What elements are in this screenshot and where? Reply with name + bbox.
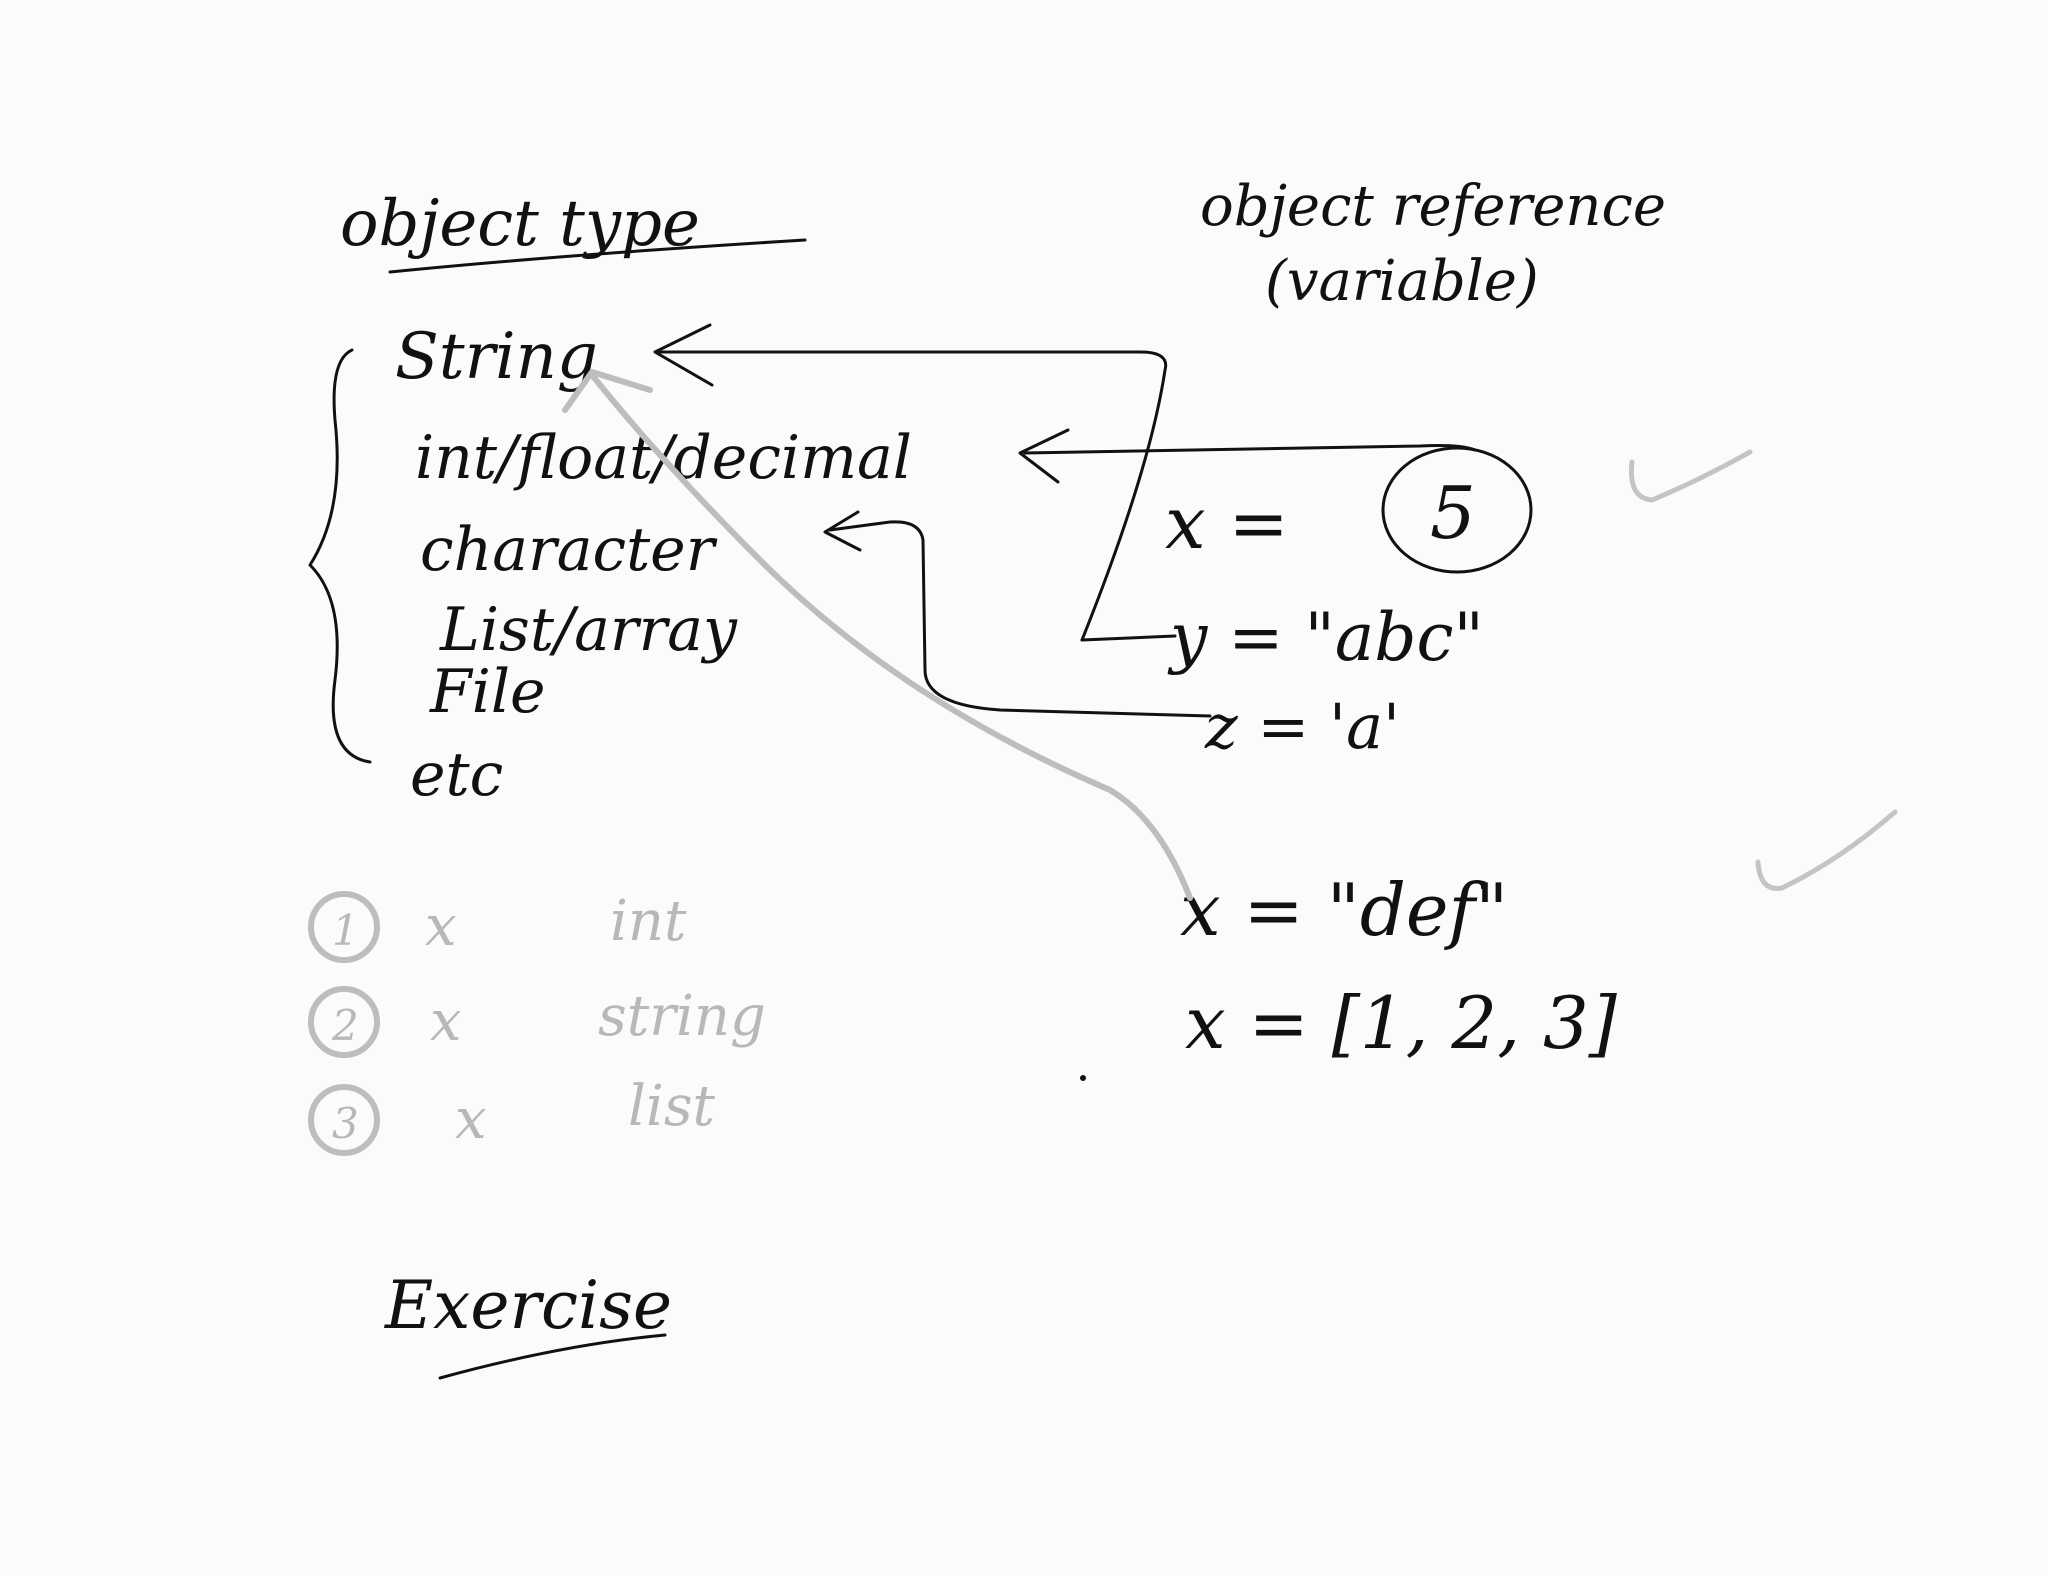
arrowhead-string (653, 323, 714, 387)
svg-text:x: x (430, 989, 462, 1054)
arrowhead-int (1018, 428, 1070, 484)
svg-text:3: 3 (332, 1099, 359, 1148)
type-character: character (420, 515, 718, 585)
stray-dot (1080, 1075, 1086, 1081)
svg-text:list: list (628, 1074, 716, 1139)
exercise-step-1: 1 x int (308, 889, 687, 963)
arrowhead-character (823, 510, 862, 552)
object-type-heading: object type (340, 187, 700, 261)
check-mark-2-icon (1755, 809, 1898, 891)
type-list-brace (308, 348, 372, 764)
arrow-y-stem (1080, 634, 1177, 642)
value-5: 5 (1430, 471, 1476, 555)
exercise-step-3: 3 x list (308, 1074, 716, 1156)
svg-text:1: 1 (332, 906, 359, 955)
assignment-z-a: z = 'a' (1204, 690, 1400, 763)
svg-text:x: x (455, 1087, 487, 1152)
type-string: String (395, 320, 598, 394)
exercise-step-2: 2 x string (308, 984, 766, 1058)
exercise-underline (438, 1333, 667, 1380)
assignment-y-abc: y = "abc" (1167, 599, 1484, 676)
object-reference-heading: object reference (1200, 174, 1666, 239)
assignment-x-5: x = (1165, 481, 1289, 565)
type-list-array: List/array (439, 595, 738, 665)
circle-around-5 (1381, 446, 1533, 574)
type-file: File (429, 657, 546, 727)
exercise-label: Exercise (384, 1267, 672, 1344)
arrow-5-to-int (1023, 444, 1477, 455)
assignment-x-def: x = "def" (1180, 868, 1508, 952)
svg-text:string: string (598, 984, 766, 1049)
svg-text:x: x (425, 894, 457, 959)
arrow-z-to-character (828, 520, 1212, 718)
object-type-underline (388, 238, 807, 274)
arrow-y-to-string (658, 350, 1168, 642)
type-etc: etc (410, 740, 503, 810)
svg-text:2: 2 (331, 1001, 359, 1050)
svg-text:int: int (610, 889, 687, 954)
assignment-x-list: x = [1, 2, 3] (1185, 981, 1618, 1065)
variable-heading: (variable) (1265, 249, 1539, 314)
faint-arrowhead-string (562, 369, 653, 413)
faint-arrow-def-to-string (589, 372, 1193, 901)
check-mark-1-icon (1628, 449, 1753, 503)
